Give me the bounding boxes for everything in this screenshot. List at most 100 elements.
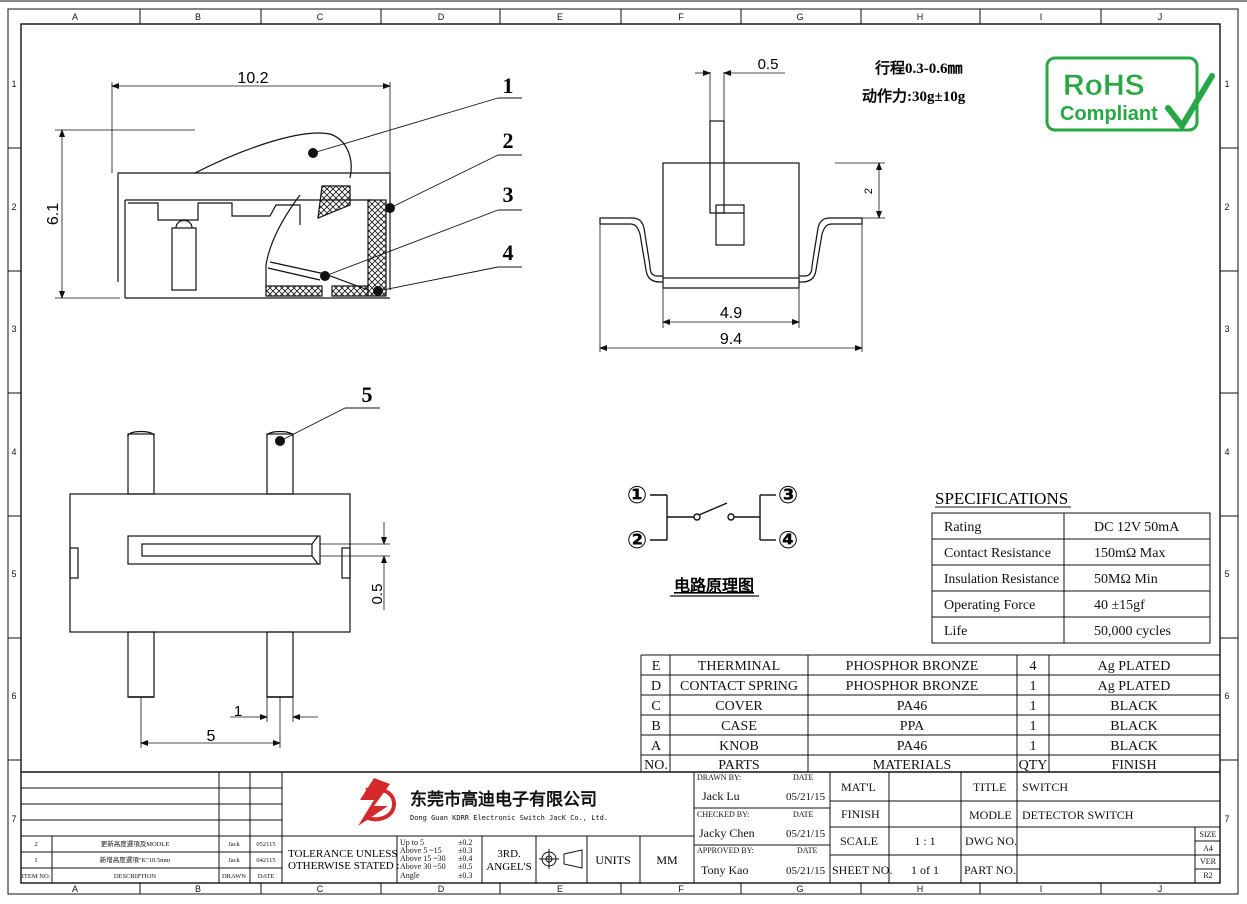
spec-label: Rating [944,520,981,535]
grid-column-label: D [438,884,445,894]
bom-materials-cell: PA46 [897,699,928,714]
rev-drawn: Jack [228,841,240,848]
terminal-1: ① [627,482,647,509]
bom-header-parts: PARTS [718,758,759,773]
grid-row-label: 6 [1224,691,1229,701]
bom-header-finish: FINISH [1111,758,1156,773]
callout-5: 5 [362,382,373,407]
bom-finish-cell: BLACK [1110,739,1157,754]
bom-no-cell: C [651,699,660,714]
titleblock-text: MAT'L FINISH SCALE 1 : 1 SHEET NO. 1 of … [832,780,1217,880]
spec-label: Life [944,624,967,639]
grid-row-label: 1 [11,79,16,89]
terminal-4: ④ [778,527,798,554]
tolerance-range: Above 30 ~50 [400,862,446,871]
end-side-dim: 2 [863,188,875,194]
side-view [55,82,522,299]
circuit-schematic [650,494,776,541]
company-name-en: Dong Guan KDRR Electronic Switch JacK Co… [410,814,608,822]
bom-no-cell: A [651,739,662,754]
schematic-title: 电路原理图 [674,576,754,595]
bom-parts-cell: CASE [721,719,757,734]
grid-column-label: H [917,12,924,22]
spec-value: 40 ±15gf [1094,598,1145,613]
rev-header-item: ITEM NO. [22,873,51,880]
tolerance-table: Up to 5 Above 5 ~15 Above 15 ~30 Above 3… [400,838,472,880]
grid-row-label: 5 [1224,569,1229,579]
bom-materials-cell: PHOSPHOR BRONZE [846,659,979,674]
grid-column-label: B [195,884,201,894]
tolerance-value: ±0.4 [458,854,472,863]
grid-column-label: D [438,12,445,22]
grid-column-label: J [1158,12,1163,22]
ver-label: VER [1200,857,1217,866]
top-pin-dim: 1 [234,703,242,720]
bom-parts-cell: KNOB [719,739,759,754]
end-view [599,70,885,352]
checked-by-name: Jacky Chen [699,826,755,840]
projection-label-2: ANGEL'S [486,861,531,873]
grid-row-label: 1 [1224,79,1229,89]
grid-column-label: J [1158,884,1163,894]
spec-value: DC 12V 50mA [1094,520,1180,535]
drawn-date: 05/21/15 [786,791,826,803]
specs-title: SPECIFICATIONS [935,489,1068,508]
rohs-title: RoHS [1063,69,1145,102]
callout-1: 1 [503,73,514,98]
grid-column-label: A [72,884,78,894]
rev-date: 052115 [256,841,275,848]
rev-header-desc: DESCRIPTION [114,873,157,880]
tolerance-range: Up to 5 [400,838,424,847]
approved-by-label: APPROVED BY: [697,846,754,855]
end-inner-width-dim: 4.9 [720,305,742,322]
rev-desc: 新增高度選項"K"10.5mm [100,855,171,864]
bom-header-materials: MATERIALS [873,758,952,773]
grid-row-label: 7 [1224,814,1229,824]
rev-date: 042115 [256,857,275,864]
checked-by-label: CHECKED BY: [697,810,749,819]
bom-parts-cell: THERMINAL [698,659,780,674]
bom-materials-cell: PHOSPHOR BRONZE [846,679,979,694]
tolerance-value: ±0.5 [458,862,472,871]
tolerance-value: ±0.2 [458,838,472,847]
title-value: SWITCH [1022,780,1068,794]
bom-qty-cell: 1 [1030,719,1037,734]
units-value: MM [656,853,678,867]
spec-label: Insulation Resistance [944,571,1059,586]
approved-date: 05/21/15 [786,865,826,877]
part-label: PART NO. [964,863,1016,877]
bom-materials-cell: PPA [900,719,925,734]
bom-no-cell: B [651,719,660,734]
grid-ticks [8,9,1238,894]
side-width-dim: 10.2 [237,70,268,87]
bom-parts-cell: CONTACT SPRING [680,679,798,694]
specs-grid [931,512,1211,644]
title-label: TITLE [973,780,1006,794]
grid-column-label: G [796,12,803,22]
ver-value: R2 [1203,871,1212,880]
spec-value: 50,000 cycles [1094,624,1171,639]
sheet-value: 1 of 1 [911,863,939,877]
check-icon [1165,73,1215,129]
grid-column-label: F [678,12,684,22]
bom-qty-cell: 4 [1030,659,1037,674]
signoff-block: DRAWN BY: DATE Jack Lu 05/21/15 CHECKED … [697,773,826,877]
top-pitch-dim: 5 [207,728,216,745]
bom-header-no: NO. [644,758,668,773]
terminal-2: ② [627,527,647,554]
rev-item: 2 [34,841,37,848]
rev-header-date: DATE [258,873,275,880]
grid-row-label: 2 [11,202,16,212]
size-value: A4 [1203,844,1213,853]
callout-5-dot [275,436,285,446]
rev-drawn: Jack [228,857,240,864]
modle-label: MODLE [969,808,1012,822]
side-view-callout-dots [308,148,395,296]
grid-column-label: I [1040,884,1043,894]
specs-text: Rating DC 12V 50mA Contact Resistance 15… [944,520,1180,639]
bom-no-cell: D [651,679,661,694]
spec-value: 50MΩ Min [1094,572,1158,587]
